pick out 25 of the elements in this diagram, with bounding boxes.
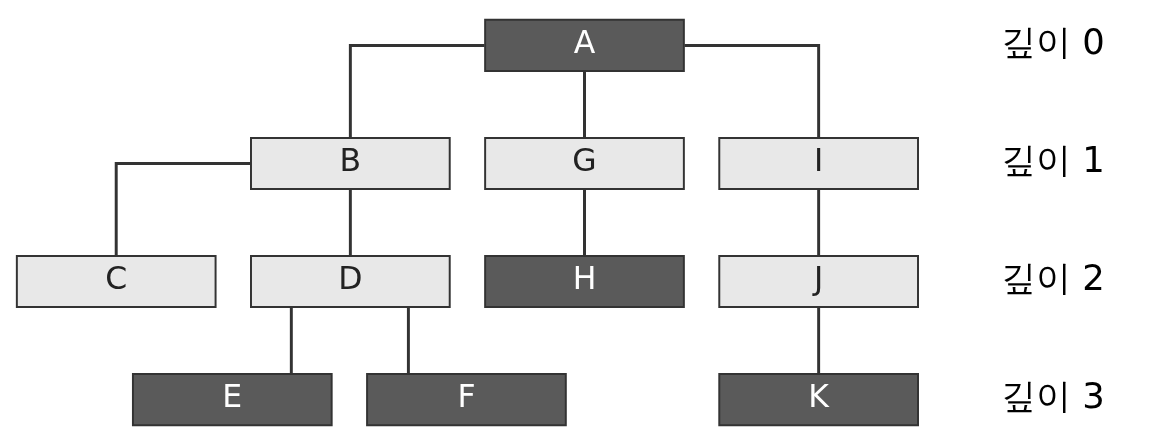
connector — [583, 189, 586, 256]
connector — [684, 43, 821, 138]
node-box: J — [718, 254, 919, 309]
node-box: F — [366, 373, 567, 427]
connector — [583, 71, 586, 138]
label: 깊이 1 — [1000, 139, 1105, 181]
label: 깊이 0 — [1000, 21, 1105, 63]
connector — [817, 189, 821, 256]
label: 깊이 2 — [1000, 257, 1105, 299]
connector — [406, 307, 410, 374]
connector — [289, 307, 293, 374]
node-box: G — [484, 136, 685, 191]
node-box: K — [718, 373, 919, 427]
node-box: H — [484, 254, 685, 309]
node-box: I — [718, 136, 919, 191]
node-box: E — [131, 373, 333, 427]
node-box: A — [484, 18, 685, 72]
connector — [348, 189, 352, 256]
node-box: B — [250, 136, 451, 191]
connector — [114, 162, 251, 256]
connector — [817, 307, 821, 374]
node-box: D — [250, 254, 451, 309]
connector — [348, 43, 485, 138]
label: 깊이 3 — [1000, 375, 1105, 417]
node-box: C — [15, 254, 217, 309]
